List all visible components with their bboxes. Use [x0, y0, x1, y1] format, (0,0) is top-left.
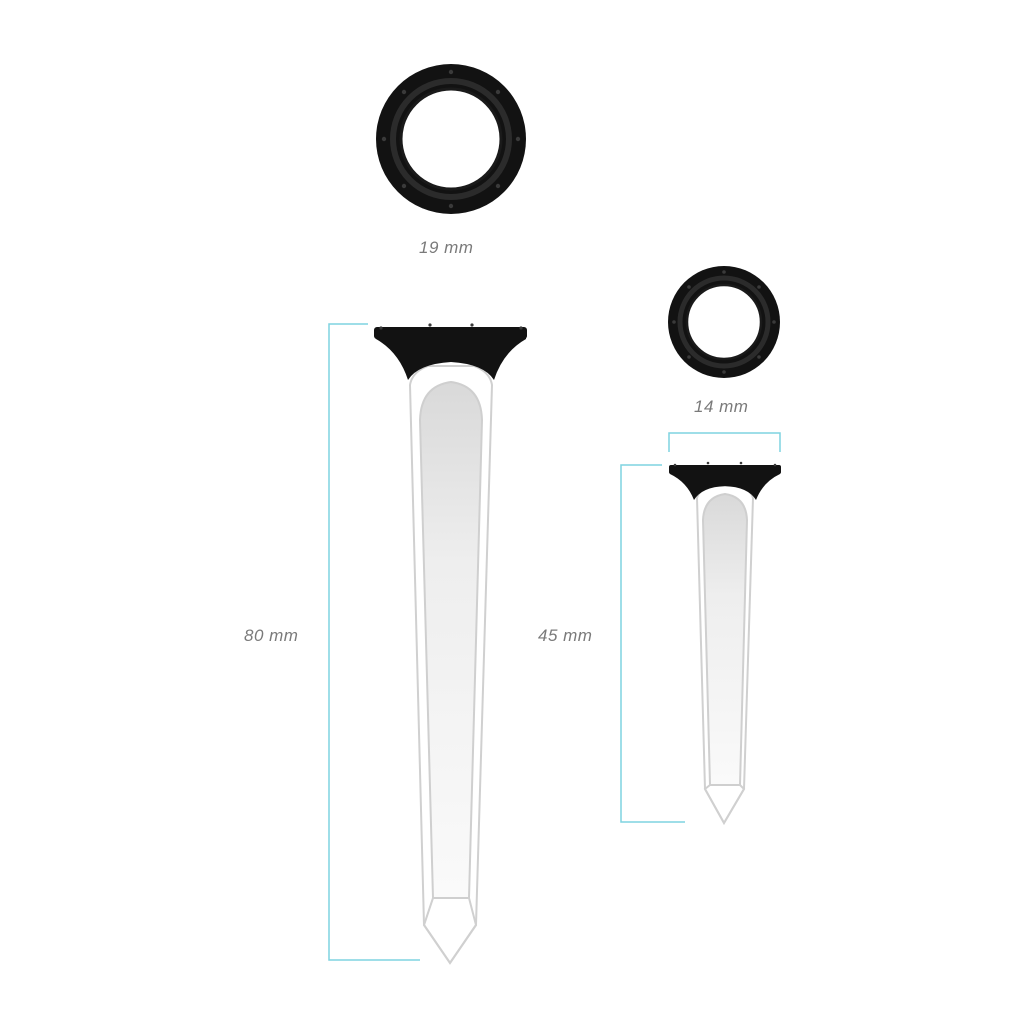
large-tee-top-view	[376, 64, 526, 214]
large-diameter-label: 19 mm	[419, 238, 474, 257]
small-diameter-dimension-line	[668, 432, 781, 452]
small-tee-side-view	[669, 461, 781, 826]
large-head-studs	[379, 323, 523, 330]
small-height-dimension-line	[620, 464, 685, 823]
large-tee-side-view	[374, 323, 527, 965]
small-diameter-label: 14 mm	[694, 397, 749, 416]
small-ring-studs	[672, 270, 776, 374]
small-height-label: 45 mm	[538, 626, 593, 645]
small-head-studs	[673, 461, 777, 467]
large-height-label: 80 mm	[244, 626, 299, 645]
small-tee-top-view	[668, 266, 780, 378]
large-height-dimension-line	[328, 323, 420, 961]
large-ring-studs	[381, 69, 521, 209]
